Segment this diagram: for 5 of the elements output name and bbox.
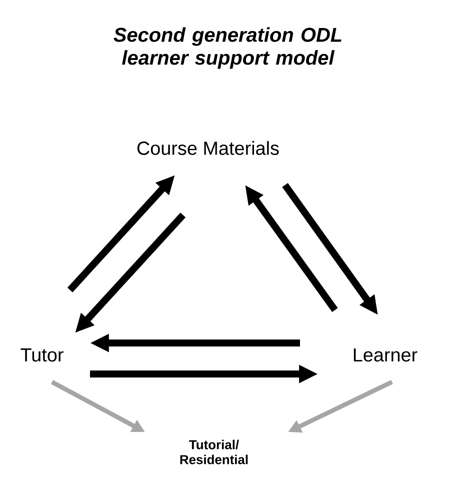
node-label: Tutorial/ Residential — [180, 440, 248, 464]
node-label: Tutor — [20, 348, 64, 362]
node-label: Course Materials — [137, 141, 279, 155]
title: Second generation ODL learner support model — [114, 27, 342, 69]
node-label: Learner — [354, 348, 418, 362]
